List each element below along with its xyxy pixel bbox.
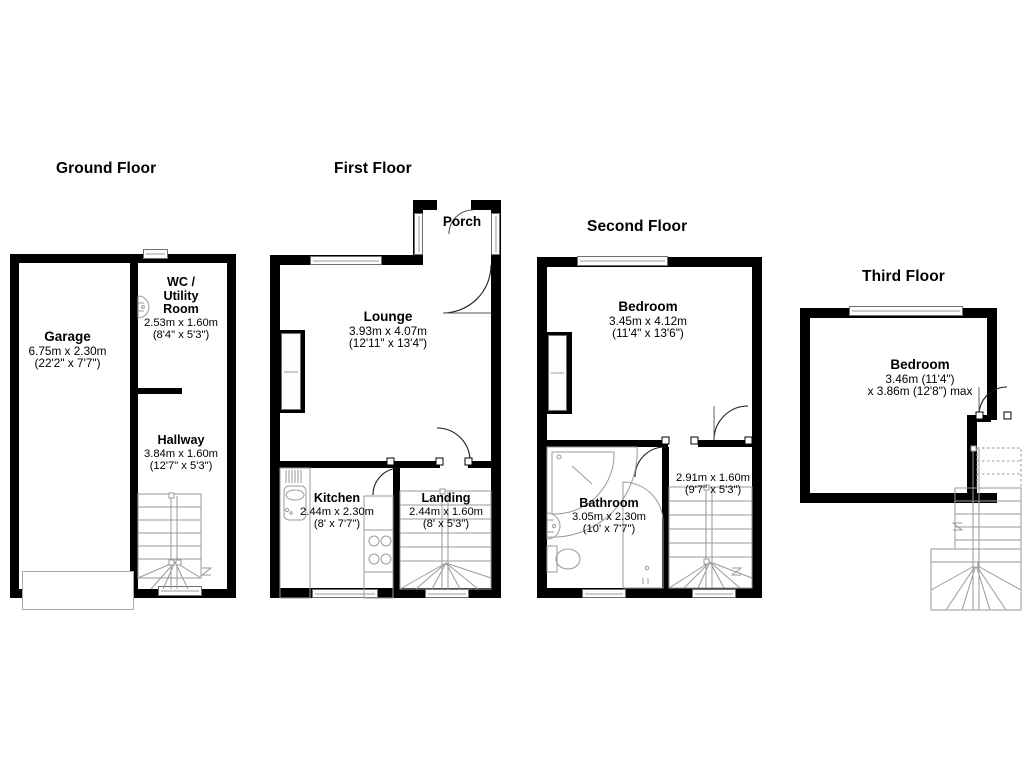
third-wall-left xyxy=(800,308,810,503)
third-wall-bottom xyxy=(800,493,997,503)
first-window-kitchen-bottom xyxy=(312,589,378,598)
garage-name: Garage xyxy=(44,329,91,344)
second-wall-internal-horizontal xyxy=(547,440,668,447)
kitchen-fixtures xyxy=(279,467,394,599)
third-wall-right-upper xyxy=(987,308,997,420)
floor-title-third: Third Floor xyxy=(862,268,945,285)
first-doors xyxy=(372,209,492,496)
bedroom-third-dim-imperial: x 3.86m (12'8") max xyxy=(867,384,973,399)
bathroom-name: Bathroom xyxy=(579,496,639,510)
wc-name-line1: WC / xyxy=(167,275,195,289)
bedroom-second-dim-metric: 3.45m x 4.12m xyxy=(608,313,688,328)
kitchen-dim-imperial: (8' x 7'7") xyxy=(313,517,361,530)
lounge-dim-imperial: (12'11" x 13'4") xyxy=(348,336,428,351)
ground-wall-right xyxy=(227,254,236,598)
wc-dim-metric: 2.53m x 1.60m xyxy=(144,316,218,329)
second-doors xyxy=(634,405,753,478)
garage-dim-metric: 6.75m x 2.30m xyxy=(28,343,107,358)
floor-first: First Floor xyxy=(260,0,520,640)
porch-name: Porch xyxy=(442,214,482,229)
bedroom-third-name: Bedroom xyxy=(890,357,950,372)
third-doors xyxy=(975,386,1012,420)
third-staircase xyxy=(930,445,1022,611)
ground-wall-left xyxy=(10,254,19,598)
second-wall-bottom xyxy=(537,588,762,598)
floor-title-first: First Floor xyxy=(334,160,412,177)
first-porch-wall-right-top xyxy=(471,200,501,210)
bedroom-second-name: Bedroom xyxy=(618,299,678,314)
second-chimney-recess xyxy=(548,335,567,411)
room-label-wc-utility: WC / Utility Room 2.53m x 1.60m (8'4" x … xyxy=(126,275,236,341)
second-window-landing-bottom xyxy=(692,589,736,598)
landing-first-name: Landing xyxy=(421,491,471,505)
room-label-landing-first: Landing 2.44m x 1.60m (8' x 5'3") xyxy=(392,491,500,530)
first-wall-bottom xyxy=(270,588,501,598)
landing-second-dim-imperial: (9'7" x 5'3") xyxy=(684,484,742,497)
floor-title-second: Second Floor xyxy=(587,218,688,235)
wc-basin-icon xyxy=(137,295,150,319)
garage-door xyxy=(22,571,134,610)
room-label-bedroom-third: Bedroom 3.46m (11'4") x 3.86m (12'8") ma… xyxy=(825,357,1015,399)
third-wall-right-lower xyxy=(967,415,977,503)
first-wall-right xyxy=(491,255,501,598)
room-label-kitchen: Kitchen 2.44m x 2.30m (8' x 7'7") xyxy=(280,491,394,530)
third-window-bedroom-top xyxy=(849,306,963,316)
landing-first-dim-imperial: (8' x 5'3") xyxy=(422,517,470,530)
floor-title-ground: Ground Floor xyxy=(56,160,157,177)
first-wall-kitchen-landing xyxy=(393,461,400,598)
lounge-dim-metric: 3.93m x 4.07m xyxy=(348,323,428,338)
floor-second: Second Floor xyxy=(520,0,780,640)
first-wall-internal-horizontal xyxy=(280,461,440,468)
hallway-name: Hallway xyxy=(157,433,205,447)
first-porch-wall-left-top xyxy=(413,200,437,210)
first-chimney-recess xyxy=(281,333,301,410)
ground-staircase xyxy=(137,492,213,590)
garage-dim-imperial: (22'2" x 7'7") xyxy=(34,356,101,371)
landing-first-dim-metric: 2.44m x 1.60m xyxy=(409,505,483,518)
room-label-porch: Porch xyxy=(423,214,501,230)
first-window-lounge-top xyxy=(310,256,382,265)
ground-wall-top xyxy=(10,254,236,263)
room-label-hallway: Hallway 3.84m x 1.60m (12'7" x 5'3") xyxy=(124,433,238,472)
first-staircase xyxy=(399,488,492,590)
first-wall-left xyxy=(270,255,280,598)
wc-dim-imperial: (8'4" x 5'3") xyxy=(152,328,210,341)
second-wall-right xyxy=(752,257,762,598)
second-wall-left xyxy=(537,257,547,598)
landing-second-dim-metric: 2.91m x 1.60m xyxy=(676,472,750,484)
ground-window-top xyxy=(143,249,168,259)
room-label-landing-second: 2.91m x 1.60m (9'7" x 5'3") xyxy=(657,472,769,496)
ground-window-bottom xyxy=(158,586,202,596)
room-label-bedroom-second: Bedroom 3.45m x 4.12m (11'4" x 13'6") xyxy=(568,299,728,341)
first-porch-window-right xyxy=(491,213,500,255)
second-wall-bathroom-landing xyxy=(662,447,669,598)
hallway-dim-metric: 3.84m x 1.60m xyxy=(144,447,218,460)
floor-ground: Ground Floor xyxy=(0,0,250,640)
kitchen-dim-metric: 2.44m x 2.30m xyxy=(300,505,374,518)
first-porch-window-left xyxy=(414,213,423,255)
bathroom-dim-imperial: (10' x 7'7") xyxy=(582,522,636,535)
ground-wall-internal-vertical xyxy=(130,254,138,598)
bedroom-third-dim-metric: 3.46m (11'4") xyxy=(885,371,955,386)
room-label-lounge: Lounge 3.93m x 4.07m (12'11" x 13'4") xyxy=(308,309,468,351)
second-window-bedroom-top xyxy=(577,256,668,266)
wc-name-line2: Utility xyxy=(163,288,199,303)
room-label-garage: Garage 6.75m x 2.30m (22'2" x 7'7") xyxy=(5,329,130,371)
wc-name-line3: Room xyxy=(163,302,199,317)
lounge-name: Lounge xyxy=(363,309,413,324)
kitchen-name: Kitchen xyxy=(313,491,361,505)
floor-third: Third Floor xyxy=(780,0,1024,640)
room-label-bathroom: Bathroom 3.05m x 2.30m (10' x 7'7") xyxy=(545,496,673,535)
second-staircase xyxy=(668,484,753,589)
second-wall-internal-horizontal-right xyxy=(698,440,762,447)
first-wall-internal-horizontal-right xyxy=(468,461,491,468)
ground-wall-wc-hallway xyxy=(130,388,182,394)
hallway-dim-imperial: (12'7" x 5'3") xyxy=(149,459,213,472)
bedroom-second-dim-imperial: (11'4" x 13'6") xyxy=(612,326,684,341)
second-window-bathroom-bottom xyxy=(582,589,626,598)
bathroom-fixtures xyxy=(546,446,664,589)
bathroom-dim-metric: 3.05m x 2.30m xyxy=(572,510,646,523)
